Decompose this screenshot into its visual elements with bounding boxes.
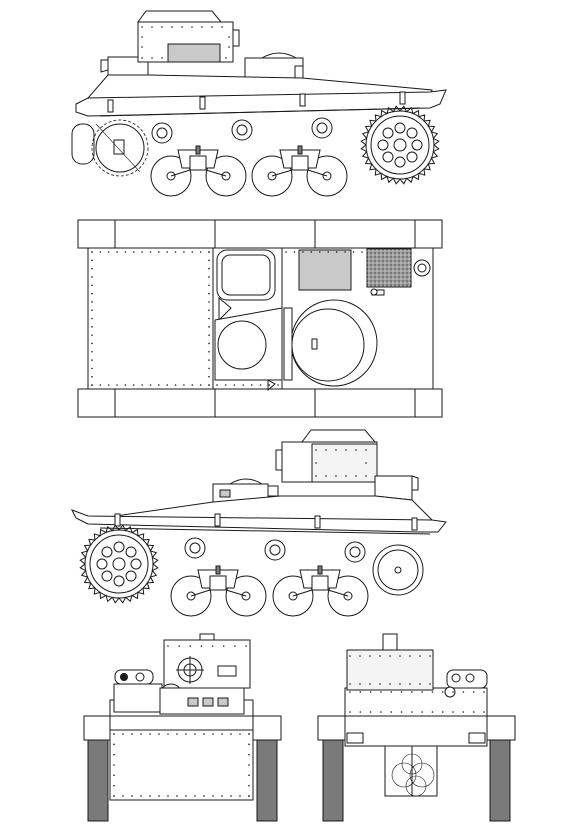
drive-sprocket: [360, 105, 440, 185]
dome-hatch-left: [228, 478, 264, 485]
track-right-rear: [489, 736, 511, 822]
hull-rivets: [91, 251, 363, 386]
drive-sprocket-left: [79, 524, 159, 604]
turret-rivets: [141, 26, 230, 59]
turret-front: [163, 639, 251, 689]
turret-side-left: [275, 429, 378, 483]
dome-hatch: [260, 52, 298, 59]
return-rollers-left: [184, 537, 366, 563]
track-bottom: [77, 388, 443, 418]
track-right-front: [256, 736, 278, 822]
tail-light: [444, 686, 456, 698]
rear-view: [317, 633, 516, 822]
top-view: [77, 219, 443, 418]
return-rollers: [151, 117, 333, 144]
turret-side: [137, 10, 240, 63]
side-view-right: [71, 10, 447, 197]
rear-box: [244, 57, 304, 79]
track-guard-left: [70, 509, 447, 533]
front-rivets: [113, 645, 250, 797]
rear-idler-left: [372, 544, 424, 596]
sprocket-teeth: [360, 105, 440, 185]
front-hatch: [113, 683, 163, 713]
front-idler: [71, 123, 95, 165]
rear-rivets: [349, 655, 485, 713]
headlight: [100, 59, 109, 73]
bogie-assemblies-left: [190, 565, 349, 597]
track-left-rear: [322, 736, 344, 822]
track-top: [77, 219, 443, 249]
bogie-assemblies: [170, 145, 328, 177]
side-view-left: [70, 429, 447, 617]
front-view: [83, 633, 282, 822]
track-left-front: [87, 736, 109, 822]
vision-panel: [167, 43, 221, 63]
engine-panel: [298, 249, 352, 291]
sprocket-teeth: [79, 524, 159, 604]
hull-front: [109, 699, 254, 801]
hull-rear: [344, 687, 488, 747]
